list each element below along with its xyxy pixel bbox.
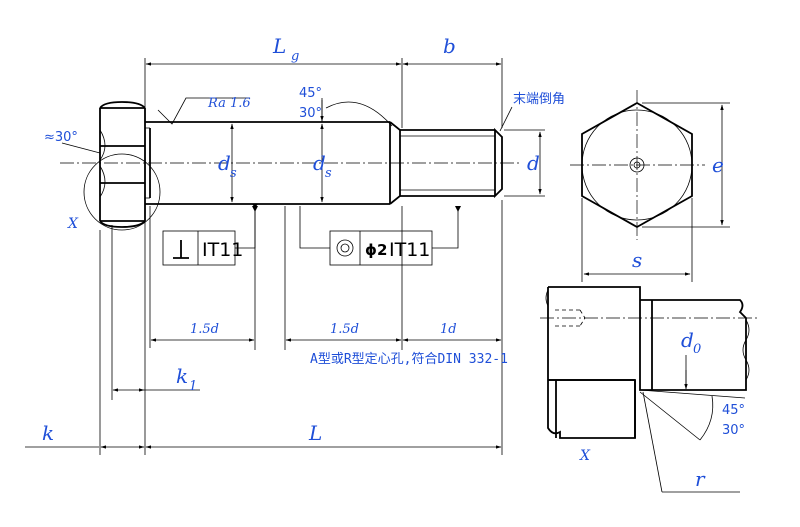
detail-x-label: X bbox=[67, 216, 79, 232]
r-label: r bbox=[695, 467, 706, 491]
L-label: L bbox=[308, 421, 322, 445]
ds-label-2: d bbox=[313, 151, 326, 175]
ds-subscript-2: s bbox=[325, 166, 332, 181]
s-label: s bbox=[632, 248, 642, 272]
labels: L g b Ra 1.6 45° 30° 末端倒角 d s d s d ≈30°… bbox=[42, 34, 745, 491]
center-hole-note: A型或R型定心孔,符合DIN 332-1 bbox=[310, 351, 508, 367]
tolerance-2-diameter: ϕ2 bbox=[365, 241, 387, 259]
hex-head bbox=[99, 101, 146, 228]
e-label: e bbox=[712, 153, 724, 177]
chamfer-angle-30: 30° bbox=[299, 106, 322, 121]
dim-1-5d-first: 1.5d bbox=[190, 322, 219, 337]
shank bbox=[145, 121, 401, 205]
tolerance-1-value: IT11 bbox=[202, 239, 243, 261]
roughness-label: Ra 1.6 bbox=[207, 96, 251, 111]
head-angle-label: ≈30° bbox=[44, 130, 78, 145]
k-label: k bbox=[42, 421, 54, 445]
end-chamfer-note: 末端倒角 bbox=[513, 92, 565, 107]
detail-view bbox=[540, 286, 760, 493]
b-label: b bbox=[443, 34, 456, 58]
d-label: d bbox=[527, 151, 540, 175]
thread bbox=[400, 127, 503, 199]
main-view bbox=[25, 58, 545, 455]
chamfer-angle-45: 45° bbox=[299, 86, 322, 101]
dim-1d: 1d bbox=[440, 322, 457, 337]
ds-subscript-1: s bbox=[230, 166, 237, 181]
tolerance-frame-2 bbox=[252, 204, 461, 266]
detail-x-circle bbox=[83, 153, 161, 231]
roughness-symbol bbox=[157, 97, 250, 125]
k1-subscript: 1 bbox=[189, 379, 197, 394]
ds-label-1: d bbox=[218, 151, 231, 175]
k1-label: k bbox=[176, 364, 188, 388]
tolerance-2-grade: IT11 bbox=[389, 239, 430, 261]
detail-angle-30: 30° bbox=[722, 423, 745, 438]
detail-angle-45: 45° bbox=[722, 403, 745, 418]
lg-label: L bbox=[272, 34, 286, 58]
detail-view-x-label: X bbox=[579, 448, 591, 464]
end-view bbox=[570, 90, 730, 282]
d0-label: d bbox=[681, 328, 694, 352]
d0-subscript: 0 bbox=[693, 342, 701, 357]
tolerance-frame-1 bbox=[149, 206, 258, 348]
dim-1-5d-second: 1.5d bbox=[330, 322, 359, 337]
lg-subscript: g bbox=[291, 49, 299, 64]
